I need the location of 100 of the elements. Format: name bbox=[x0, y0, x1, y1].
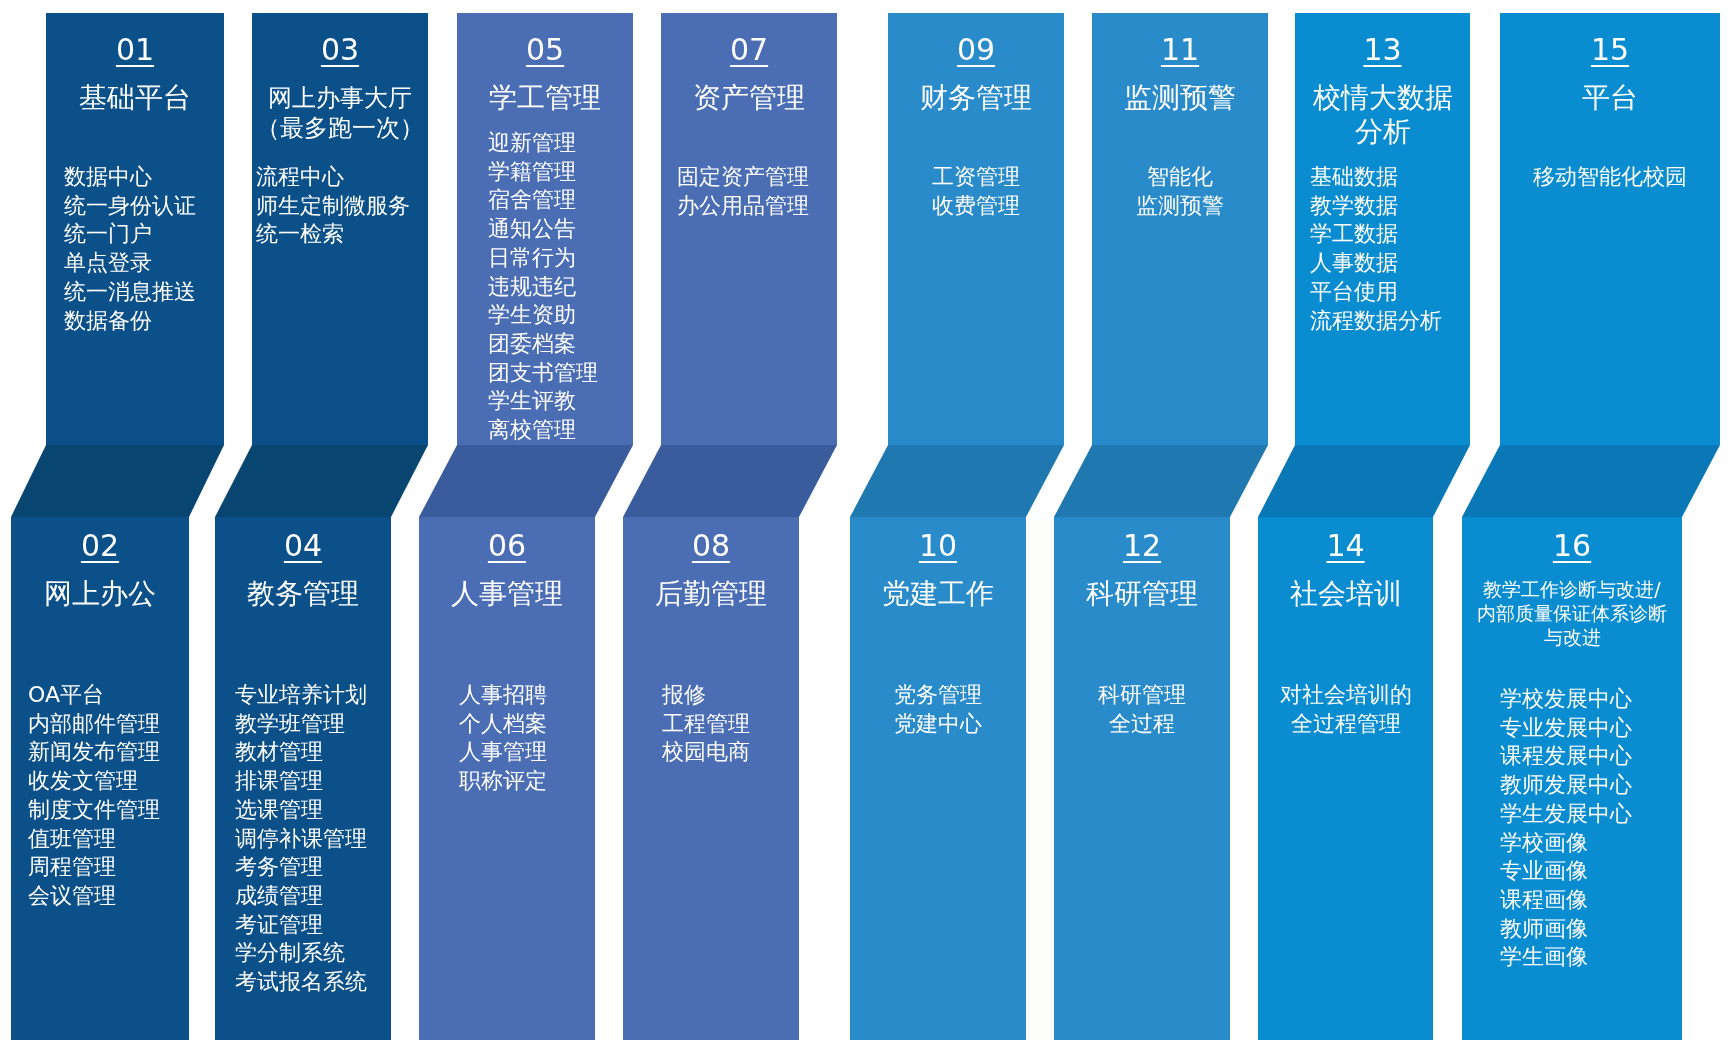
category-panel bbox=[46, 13, 224, 445]
list-item: 专业培养计划 bbox=[235, 681, 368, 709]
section-title: 网上办公 bbox=[43, 577, 157, 611]
section-number: 15 bbox=[1590, 32, 1630, 67]
list-item: 人事管理 bbox=[459, 738, 548, 767]
list-item: 制度文件管理 bbox=[28, 795, 161, 824]
section-number: 11 bbox=[1160, 32, 1200, 67]
list-item: 课程画像 bbox=[1500, 885, 1589, 914]
list-item: 成绩管理 bbox=[235, 881, 324, 910]
category-panel bbox=[457, 13, 633, 445]
list-item: 全过程 bbox=[1108, 709, 1176, 738]
section-title: 资产管理 bbox=[692, 81, 806, 115]
fold-band bbox=[850, 445, 1064, 517]
list-item: 基础数据 bbox=[1310, 163, 1399, 191]
list-item: 会议管理 bbox=[28, 881, 117, 910]
list-item: 流程数据分析 bbox=[1310, 306, 1443, 335]
list-item: 统一身份认证 bbox=[64, 191, 197, 220]
section-title: 基础平台 bbox=[78, 81, 192, 115]
list-item: 职称评定 bbox=[459, 767, 548, 796]
list-item: 专业画像 bbox=[1500, 857, 1589, 886]
list-item: 对社会培训的 bbox=[1278, 681, 1413, 709]
fold-band bbox=[1462, 445, 1720, 517]
section-number: 08 bbox=[691, 528, 731, 563]
list-item: 学校发展中心 bbox=[1500, 685, 1633, 713]
list-item: 数据备份 bbox=[64, 306, 153, 335]
category-panel bbox=[1258, 517, 1433, 1040]
list-item: 移动智能化校园 bbox=[1532, 163, 1688, 191]
list-item: 人事招聘 bbox=[459, 681, 548, 709]
list-item: 离校管理 bbox=[488, 416, 577, 445]
list-item: 人事数据 bbox=[1310, 249, 1399, 278]
list-item: 固定资产管理 bbox=[677, 163, 810, 191]
section-number: 13 bbox=[1363, 32, 1402, 67]
list-item: 团委档案 bbox=[488, 329, 577, 358]
section-title: 党建工作 bbox=[881, 577, 995, 611]
fold-band bbox=[215, 445, 428, 517]
section-title: 社会培训 bbox=[1288, 577, 1403, 611]
section-title: 后勤管理 bbox=[654, 577, 768, 611]
category-panel bbox=[623, 517, 799, 1040]
list-item: 专业发展中心 bbox=[1500, 713, 1633, 742]
list-item: 科研管理 bbox=[1097, 681, 1187, 709]
list-item: 报修 bbox=[662, 681, 707, 709]
list-item: 智能化 bbox=[1146, 163, 1214, 191]
fold-band bbox=[1258, 445, 1470, 517]
list-item: 统一检索 bbox=[256, 220, 345, 249]
list-item: 排课管理 bbox=[235, 767, 324, 796]
section-number: 16 bbox=[1552, 528, 1592, 563]
list-item: 单点登录 bbox=[64, 249, 153, 278]
category-panel bbox=[1462, 517, 1682, 1040]
list-item: 考证管理 bbox=[235, 910, 324, 939]
list-item: 工资管理 bbox=[931, 163, 1021, 191]
list-item: 新闻发布管理 bbox=[28, 738, 161, 767]
fold-band bbox=[11, 445, 224, 517]
category-panel bbox=[1295, 13, 1470, 445]
list-item: 考试报名系统 bbox=[235, 968, 368, 997]
list-item: 学生评教 bbox=[488, 387, 577, 416]
section-number: 01 bbox=[115, 32, 155, 67]
section-number: 02 bbox=[80, 528, 120, 563]
category-panel bbox=[888, 13, 1064, 445]
list-item: 流程中心 bbox=[256, 163, 345, 191]
list-item: 统一消息推送 bbox=[64, 277, 197, 306]
category-panel bbox=[11, 517, 189, 1040]
fold-band bbox=[419, 445, 633, 517]
list-item: 全过程管理 bbox=[1289, 709, 1402, 738]
section-number: 06 bbox=[487, 528, 527, 563]
list-item: 党建中心 bbox=[893, 709, 983, 738]
list-item: 统一门户 bbox=[64, 220, 153, 249]
list-item: 教学数据 bbox=[1310, 191, 1399, 220]
category-panel bbox=[1500, 13, 1720, 445]
list-item: 师生定制微服务 bbox=[256, 191, 411, 220]
section-title: 教学工作诊断与改进/内部质量保证体系诊断与改进 bbox=[1476, 577, 1668, 649]
fold-band bbox=[1054, 445, 1268, 517]
list-item: 团支书管理 bbox=[488, 358, 599, 387]
list-item: 调停补课管理 bbox=[235, 824, 368, 853]
list-item: OA平台 bbox=[28, 681, 105, 709]
category-panel bbox=[850, 517, 1026, 1040]
list-item: 学生资助 bbox=[488, 301, 577, 330]
section-number: 10 bbox=[918, 528, 958, 563]
section-number: 12 bbox=[1122, 528, 1162, 563]
section-title: 科研管理 bbox=[1085, 577, 1199, 611]
list-item: 收费管理 bbox=[931, 191, 1021, 220]
list-item: 教材管理 bbox=[235, 738, 324, 767]
list-item: 考务管理 bbox=[235, 853, 324, 882]
section-number: 09 bbox=[956, 32, 996, 67]
section-title: 校情大数据分析 bbox=[1311, 81, 1454, 149]
list-item: 教师发展中心 bbox=[1500, 771, 1633, 800]
category-panel bbox=[661, 13, 837, 445]
section-title: 平台 bbox=[1581, 81, 1639, 115]
list-item: 教学班管理 bbox=[235, 709, 346, 738]
section-number: 14 bbox=[1326, 528, 1365, 563]
list-item: 教师画像 bbox=[1500, 914, 1589, 943]
list-item: 监测预警 bbox=[1135, 191, 1225, 220]
list-item: 学校画像 bbox=[1500, 828, 1589, 857]
list-item: 日常行为 bbox=[488, 243, 577, 272]
category-panel bbox=[1054, 517, 1230, 1040]
category-panel bbox=[215, 517, 391, 1040]
section-title: 人事管理 bbox=[450, 577, 564, 611]
section-title: 教务管理 bbox=[246, 577, 360, 611]
category-panel bbox=[1092, 13, 1268, 445]
list-item: 数据中心 bbox=[64, 163, 153, 191]
list-item: 学生发展中心 bbox=[1500, 799, 1633, 828]
